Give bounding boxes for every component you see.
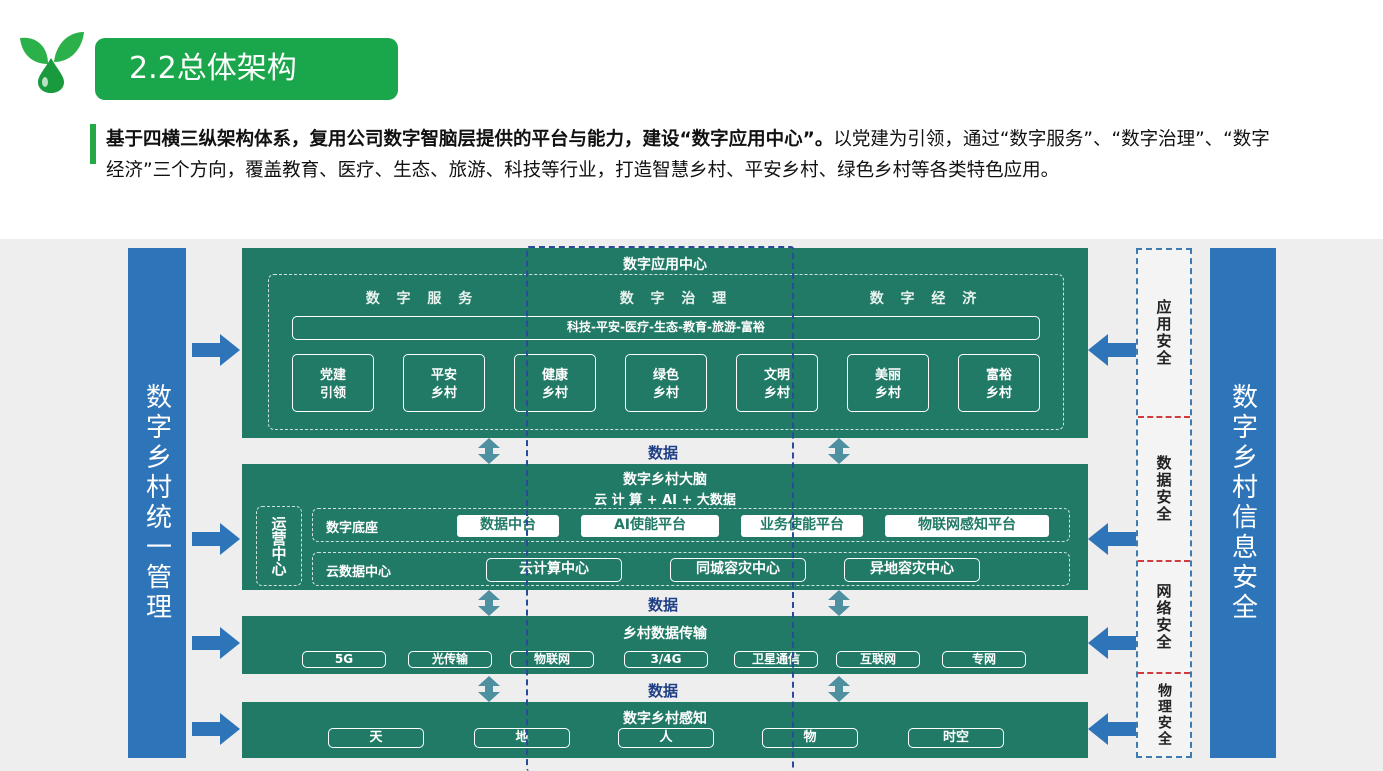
data-label: 数据 [648,444,679,462]
arrow-left-icon [1088,523,1136,555]
data-label: 数据 [648,596,679,614]
digital-brain-layer: 数字乡村大脑 云 计 算 + AI + 大数据 运营中心 数字底座 数据中台 A… [242,464,1088,590]
updown-arrow-icon [478,590,500,616]
cloud-item-computing: 云计算中心 [486,558,622,582]
transport-item-5g: 5G [302,651,386,668]
perception-item-sky: 天 [328,728,424,748]
security-item-data: 数据安全 [1154,455,1173,523]
intro-paragraph: 基于四横三纵架构体系，复用公司数字智脑层提供的平台与能力，建设“数字应用中心”。… [106,124,1286,186]
app-line2: 乡村 [541,386,568,401]
arrow-left-icon [1088,713,1136,745]
security-item-network: 网络安全 [1154,583,1173,651]
data-transport-layer: 乡村数据传输 5G 光传输 物联网 3/4G 卫星通信 互联网 专网 [242,616,1088,674]
app-party-building: 党建引领 [292,354,374,412]
cloud-item-local-disaster: 同城容灾中心 [670,558,806,582]
cloud-item-remote-disaster: 异地容灾中心 [844,558,980,582]
base-item-iot-platform: 物联网感知平台 [884,514,1050,538]
updown-arrow-icon [478,676,500,702]
app-health-village: 健康乡村 [514,354,596,412]
app-line1: 绿色 [652,368,679,383]
transport-item-satellite: 卫星通信 [734,651,818,668]
governance-highlight-frame [526,246,794,771]
cloud-datacenter-row [312,552,1070,586]
direction-digital-economy: 数 字 经 济 [869,291,983,307]
app-line2: 乡村 [763,386,790,401]
base-item-data-platform: 数据中台 [456,514,560,538]
transport-title: 乡村数据传输 [623,626,707,642]
ops-center-label: 运营中心 [269,516,288,576]
app-line1: 健康 [541,368,568,383]
arrow-left-icon [1088,334,1136,366]
transport-item-private: 专网 [942,651,1026,668]
perception-item-spacetime: 时空 [908,728,1004,748]
intro-accent-bar [90,124,96,164]
app-line1: 文明 [763,368,790,383]
direction-digital-service: 数 字 服 务 [365,291,479,307]
digital-base-row [312,508,1070,542]
industries-bar: 科技-平安-医疗-生态-教育-旅游-富裕 [292,316,1040,340]
app-civilized-village: 文明乡村 [736,354,818,412]
intro-rest-text: 以党建为引领，通过“数字服务”、“数字治理”、“数字经济”三个方向，覆盖教育、医… [106,129,1270,181]
app-beautiful-village: 美丽乡村 [847,354,929,412]
app-center-layer: 数字应用中心 数 字 服 务 数 字 治 理 数 字 经 济 科技-平安-医疗-… [242,248,1088,438]
app-safe-village: 平安乡村 [403,354,485,412]
data-label: 数据 [648,682,679,700]
arrow-left-icon [1088,627,1136,659]
arrow-right-icon [192,523,240,555]
app-line1: 平安 [430,368,457,383]
ops-center-box [256,506,302,586]
app-line2: 乡村 [430,386,457,401]
app-line1: 富裕 [985,368,1012,383]
app-line1: 美丽 [874,368,901,383]
security-divider [1138,416,1190,418]
app-line2: 引领 [319,386,346,401]
information-security-panel: 数字乡村信息安全 [1210,248,1276,758]
app-center-title: 数字应用中心 [623,257,707,273]
updown-arrow-icon [828,590,850,616]
arrow-right-icon [192,713,240,745]
app-prosperous-village: 富裕乡村 [958,354,1040,412]
perception-item-object: 物 [762,728,858,748]
app-line2: 乡村 [985,386,1012,401]
digital-base-label: 数字底座 [326,521,379,536]
transport-item-optical: 光传输 [408,651,492,668]
security-item-physical: 物理安全 [1156,683,1172,747]
transport-item-internet: 互联网 [836,651,920,668]
security-divider [1138,560,1190,562]
security-item-app: 应用安全 [1154,299,1173,367]
perception-item-ground: 地 [474,728,570,748]
app-line2: 乡村 [652,386,679,401]
app-green-village: 绿色乡村 [625,354,707,412]
brain-subtitle: 云 计 算 + AI + 大数据 [594,493,736,508]
transport-item-iot: 物联网 [510,651,594,668]
security-divider [1138,672,1190,674]
base-item-business-platform: 业务使能平台 [740,514,864,538]
app-center-inner-box [268,274,1064,430]
app-line1: 党建 [319,368,346,383]
arrow-right-icon [192,627,240,659]
perception-layer: 数字乡村感知 天 地 人 物 时空 [242,702,1088,758]
security-column: 应用安全 数据安全 网络安全 物理安全 [1136,248,1192,758]
cloud-datacenter-label: 云数据中心 [326,565,392,580]
section-title: 2.2总体架构 [95,38,398,100]
arrow-right-icon [192,334,240,366]
app-line2: 乡村 [874,386,901,401]
brain-title: 数字乡村大脑 [623,472,707,488]
updown-arrow-icon [478,438,500,464]
intro-bold-text: 基于四横三纵架构体系，复用公司数字智脑层提供的平台与能力，建设“数字应用中心”。 [106,129,834,150]
direction-digital-governance: 数 字 治 理 [619,291,733,307]
perception-title: 数字乡村感知 [623,711,707,727]
transport-item-34g: 3/4G [624,651,708,668]
updown-arrow-icon [828,676,850,702]
leaf-drop-logo-icon [20,32,84,93]
updown-arrow-icon [828,438,850,464]
unified-management-panel: 数字乡村统一管理 [128,248,186,758]
base-item-ai-platform: AI使能平台 [580,514,720,538]
perception-item-person: 人 [618,728,714,748]
